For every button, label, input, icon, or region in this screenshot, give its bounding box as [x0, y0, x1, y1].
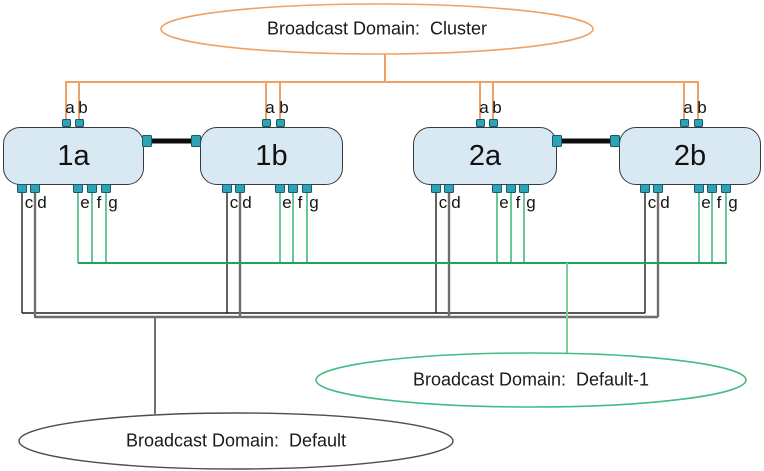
port-label-1b-g: g: [309, 193, 319, 212]
port-label-2a-d: d: [451, 193, 461, 212]
port-label-2b-b: b: [697, 98, 707, 117]
port-2a-c: [431, 184, 441, 193]
port-1b-e: [275, 184, 285, 193]
port-1a-ha: [142, 135, 152, 147]
port-label-2b-g: g: [728, 193, 738, 212]
port-label-2a-f: f: [515, 193, 521, 212]
port-label-2b-d: d: [660, 193, 670, 212]
port-1b-g: [302, 184, 312, 193]
port-1a-d: [30, 184, 40, 193]
node-1a-label: 1a: [57, 139, 90, 172]
port-label-1a-e: e: [80, 193, 90, 212]
port-1b-b: [275, 119, 285, 127]
port-1b-c: [222, 184, 232, 193]
node-1a: 1a: [3, 127, 144, 185]
port-label-1b-e: e: [282, 193, 292, 212]
port-1b-d: [235, 184, 245, 193]
node-2b: 2b: [619, 127, 761, 185]
port-2a-ha: [552, 135, 562, 147]
port-2b-ha: [610, 135, 620, 147]
port-label-1b-a: a: [265, 98, 275, 117]
port-label-2b-a: a: [683, 98, 693, 117]
port-label-2a-b: b: [492, 98, 502, 117]
cluster-domain-label: Broadcast Domain: Cluster: [266, 18, 488, 39]
port-2a-d: [444, 184, 454, 193]
port-2b-c: [640, 184, 650, 193]
node-1b: 1b: [200, 127, 343, 185]
port-1a-e: [73, 184, 83, 193]
port-label-1a-c: c: [24, 193, 34, 212]
port-label-2a-g: g: [526, 193, 536, 212]
port-1a-a: [61, 119, 71, 127]
port-label-2a-e: e: [499, 193, 509, 212]
node-2a: 2a: [413, 127, 557, 185]
port-2a-a: [475, 119, 485, 127]
port-1a-f: [87, 184, 97, 193]
port-label-1a-g: g: [108, 193, 118, 212]
port-1b-a: [261, 119, 271, 127]
port-label-1a-f: f: [96, 193, 102, 212]
port-2b-e: [694, 184, 704, 193]
cluster-domain-ellipse: [160, 3, 594, 55]
port-label-2b-f: f: [716, 193, 722, 212]
port-label-1a-d: d: [37, 193, 47, 212]
port-label-2b-e: e: [701, 193, 711, 212]
port-2a-e: [492, 184, 502, 193]
port-label-1b-d: d: [242, 193, 252, 212]
port-1a-g: [101, 184, 111, 193]
port-2a-b: [488, 119, 498, 127]
port-1b-f: [288, 184, 298, 193]
port-label-1a-b: b: [78, 98, 88, 117]
port-label-2a-a: a: [479, 98, 489, 117]
node-1b-label: 1b: [255, 139, 288, 172]
port-label-2b-c: c: [647, 193, 657, 212]
default1-domain-ellipse: [315, 352, 747, 408]
port-label-1b-c: c: [229, 193, 239, 212]
port-label-2a-c: c: [438, 193, 448, 212]
port-label-1a-a: a: [65, 98, 75, 117]
default-domain-ellipse: [18, 412, 454, 470]
port-label-1b-f: f: [297, 193, 303, 212]
port-2b-g: [721, 184, 731, 193]
port-label-1b-b: b: [279, 98, 289, 117]
node-2a-label: 2a: [468, 139, 502, 172]
port-2b-f: [707, 184, 717, 193]
default-domain-label: Broadcast Domain: Default: [125, 430, 347, 451]
port-2a-g: [519, 184, 529, 193]
port-1b-ha: [191, 135, 201, 147]
port-2b-b: [693, 119, 703, 127]
default1-domain-label: Broadcast Domain: Default-1: [412, 369, 650, 390]
node-2b-label: 2b: [673, 139, 707, 172]
port-1a-b: [74, 119, 84, 127]
port-2b-d: [653, 184, 663, 193]
port-1a-c: [17, 184, 27, 193]
port-2a-f: [506, 184, 516, 193]
port-2b-a: [679, 119, 689, 127]
